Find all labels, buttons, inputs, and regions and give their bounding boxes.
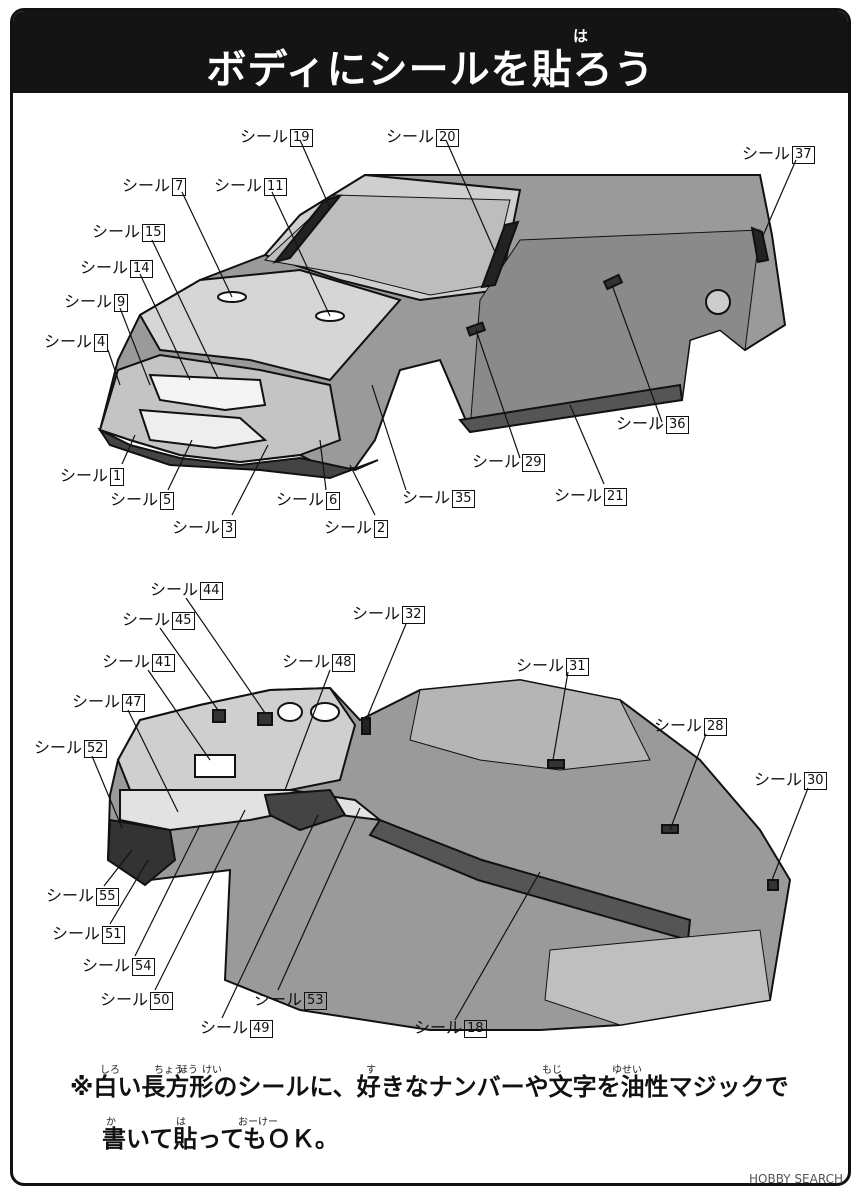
ruby-ha: は bbox=[176, 1117, 186, 1128]
ruby-hou: ほう bbox=[178, 1065, 198, 1076]
ruby-su: す bbox=[366, 1065, 376, 1076]
ruby-kei: けい bbox=[202, 1065, 222, 1076]
top-leader-lines bbox=[107, 139, 797, 516]
ruby-ok: おーけー bbox=[238, 1117, 278, 1128]
top-car-body bbox=[97, 173, 787, 480]
instruction-note: しろ ちょう ほう けい す もじ ゆせい か は おーけー ※白い長方形のシー… bbox=[70, 1065, 789, 1154]
ruby-shiro: しろ bbox=[100, 1065, 120, 1076]
bottom-car-body bbox=[106, 678, 792, 1031]
bottom-leader-lines bbox=[91, 597, 809, 1021]
ruby-chou: ちょう bbox=[154, 1065, 184, 1076]
title-ruby: は bbox=[573, 27, 589, 45]
ruby-moji: もじ bbox=[542, 1065, 562, 1076]
instruction-frame: は ボディにシールを貼ろう bbox=[10, 8, 851, 1186]
page-title: ボディにシールを貼ろう bbox=[206, 47, 655, 93]
note-line-1: ※白い長方形のシールに、好きなナンバーや文字を油性マジックで bbox=[70, 1073, 789, 1101]
header-bar: は ボディにシールを貼ろう bbox=[13, 11, 848, 93]
ruby-yusei: ゆせい bbox=[612, 1065, 642, 1076]
note-line-2: 書いて貼ってもＯＫ。 bbox=[102, 1125, 339, 1153]
ruby-ka: か bbox=[106, 1117, 116, 1128]
watermark: HOBBY SEARCH bbox=[749, 1172, 843, 1186]
